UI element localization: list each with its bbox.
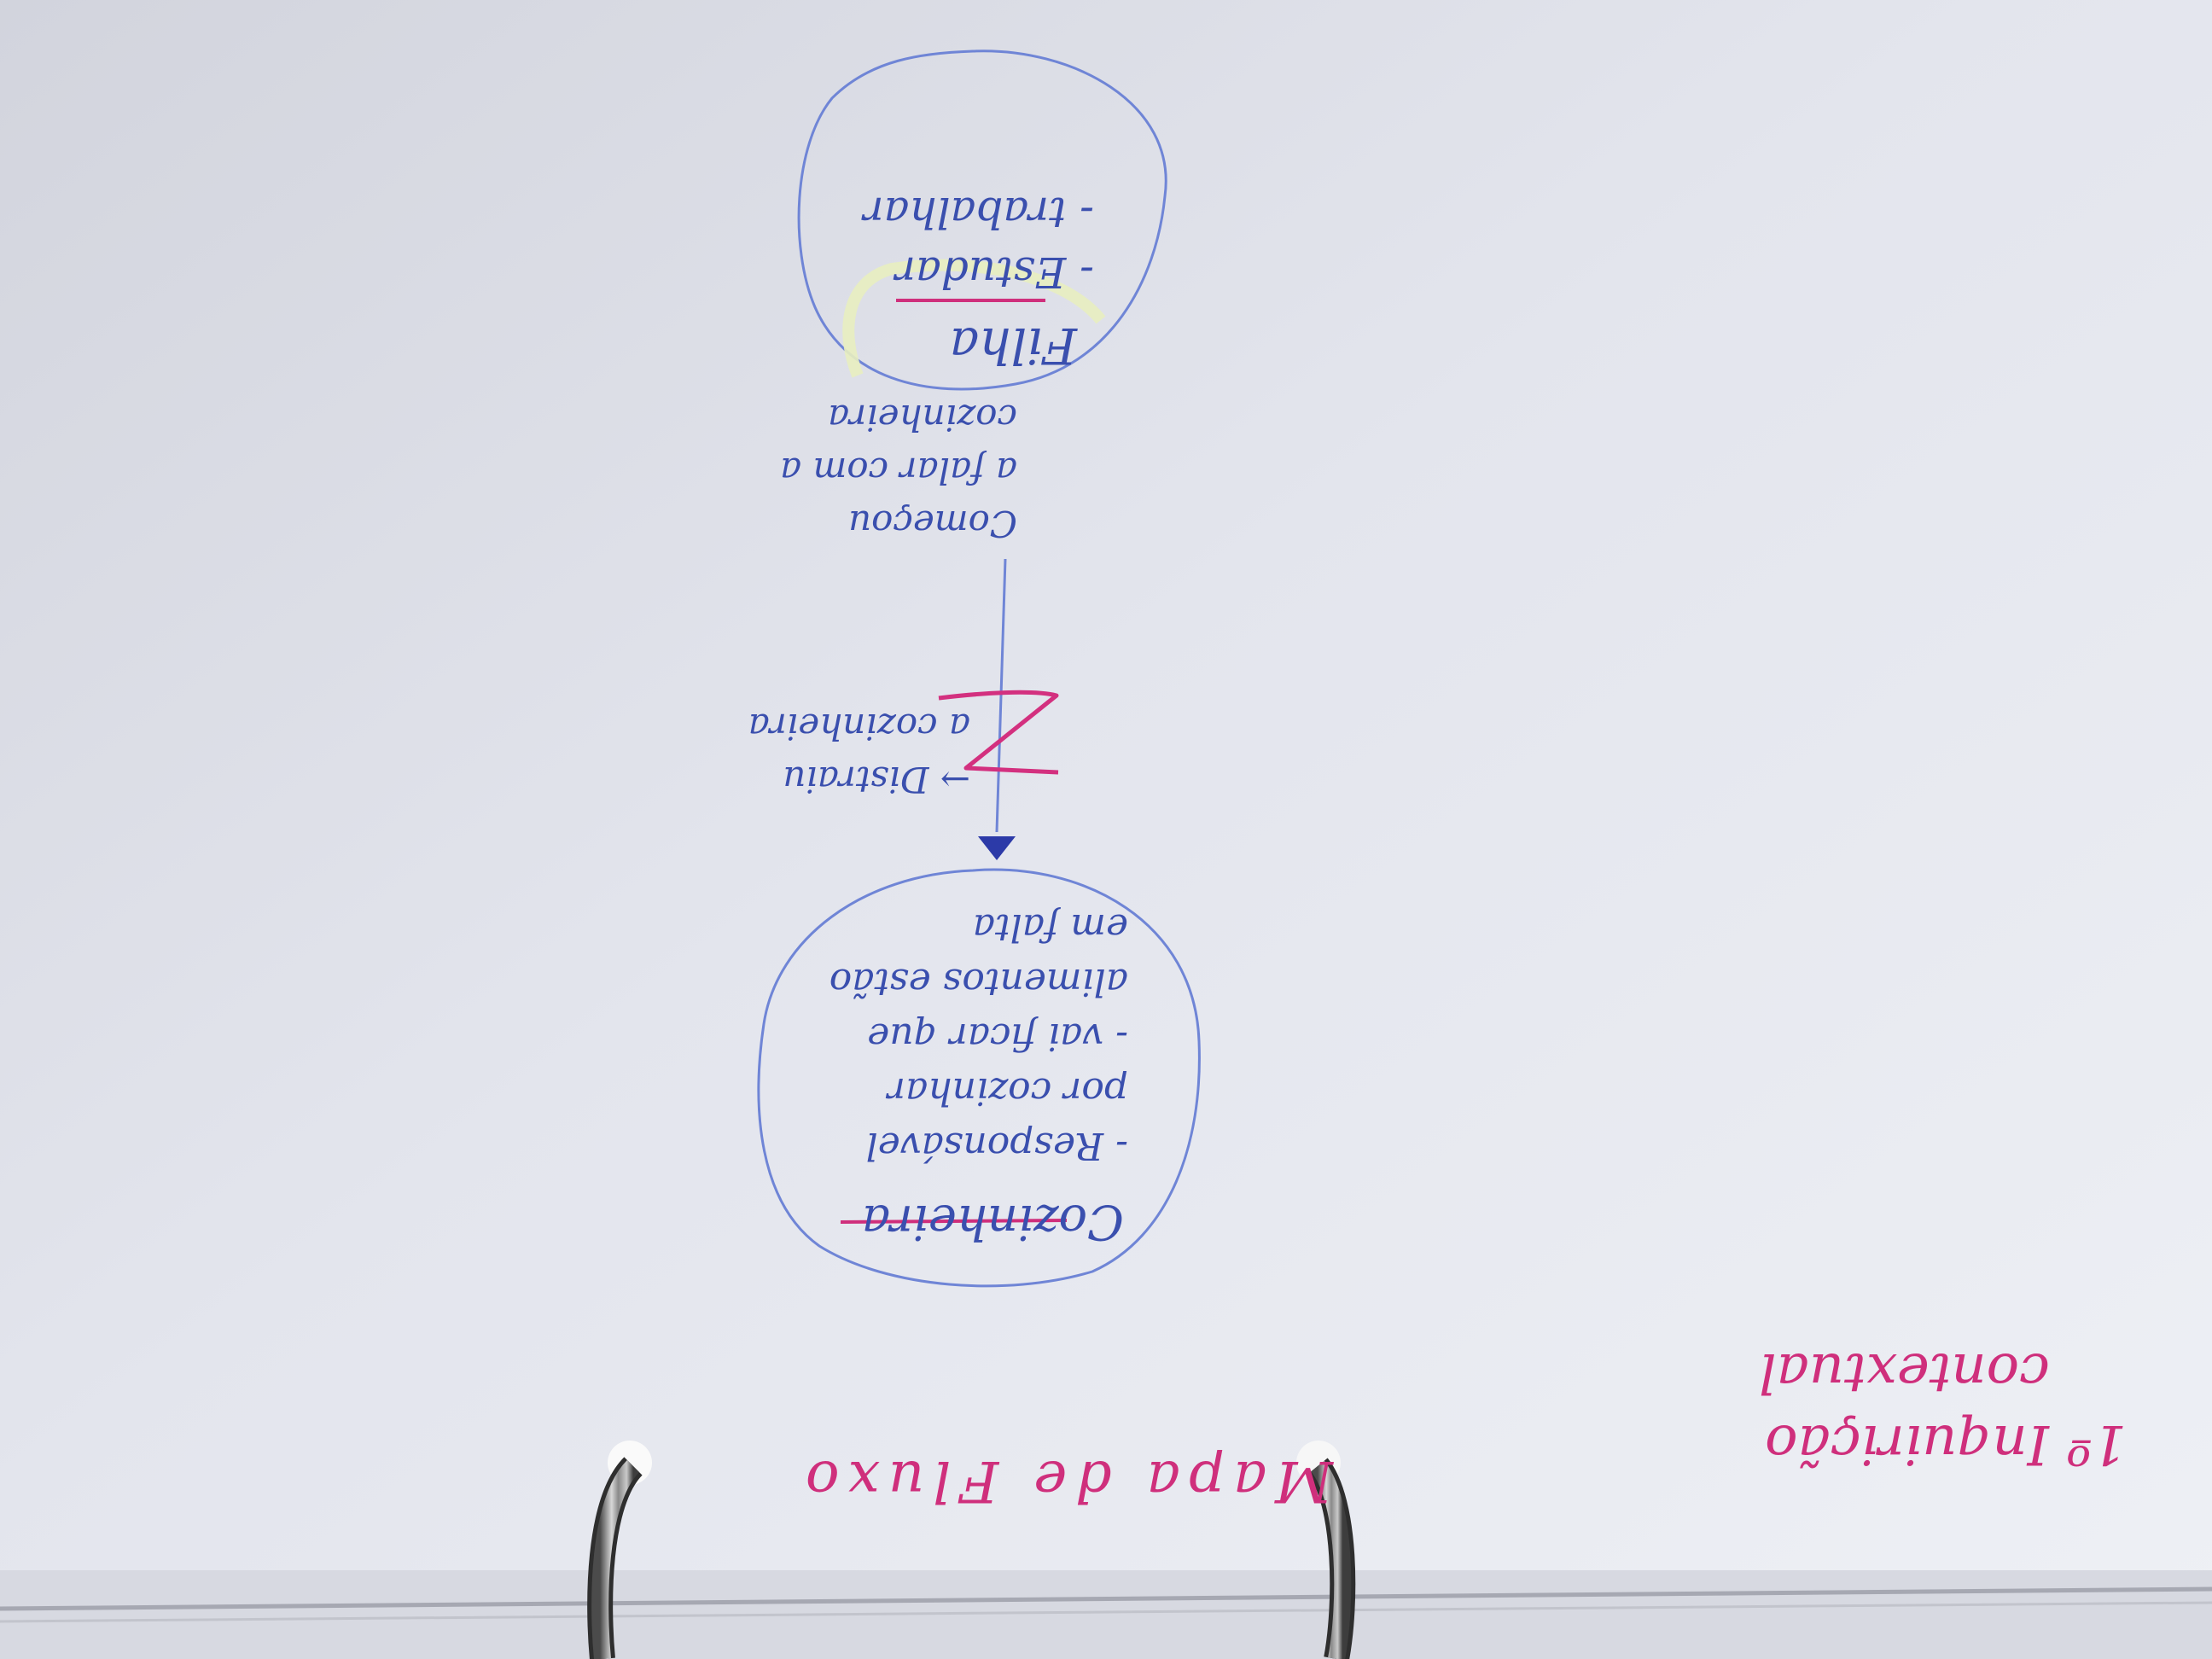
- breakdown-line: → Distraiu: [783, 759, 970, 800]
- inquiry-title: 1º Inquirição contextual: [1759, 1336, 2127, 1480]
- node-bottom-line: por cozinhar: [887, 1069, 1128, 1113]
- inquiry-title-line: contextual: [1759, 1341, 2050, 1404]
- node-top-heading: Filha: [949, 317, 1077, 375]
- binder-ring: [587, 1457, 643, 1659]
- node-bottom-lines: - Responsável por cozinhar - vai ficar q…: [830, 899, 1128, 1173]
- flow-label-line: Começou: [848, 503, 1017, 544]
- node-top-item: - Estudar: [895, 247, 1094, 297]
- back-sheets: [0, 1570, 2212, 1659]
- node-oval-top: [797, 49, 1167, 391]
- breakdown-label: → Distraiu a cozinheira: [748, 700, 970, 806]
- map-title: Mapa de Fluxo: [796, 1448, 1333, 1514]
- node-bottom-line: alimentos estão: [829, 960, 1128, 1004]
- node-bottom-line: em falta: [972, 905, 1128, 949]
- node-top-items: - Estudar - trabalhar: [864, 183, 1094, 302]
- flow-label: Começou a falar com a cozinheira: [780, 391, 1017, 550]
- node-bottom-line: - vai ficar que: [867, 1015, 1128, 1058]
- inquiry-title-line: 1º Inquirição: [1765, 1412, 2127, 1476]
- node-bottom-heading: Cozinheira: [861, 1194, 1124, 1249]
- flow-arrow-line: [995, 558, 1007, 833]
- breakdown-mark: [938, 690, 1059, 775]
- node-top-item: - trabalhar: [863, 188, 1094, 237]
- flow-label-line: cozinheira: [828, 397, 1017, 439]
- highlight-mark: [842, 259, 1106, 378]
- flow-label-line: a falar com a: [780, 450, 1017, 492]
- node-oval-bottom: [757, 868, 1201, 1288]
- binder-ring: [1307, 1458, 1356, 1659]
- breakdown-line: a cozinheira: [748, 706, 970, 748]
- node-bottom-line: - Responsável: [865, 1124, 1128, 1167]
- flow-arrowhead: [978, 836, 1016, 860]
